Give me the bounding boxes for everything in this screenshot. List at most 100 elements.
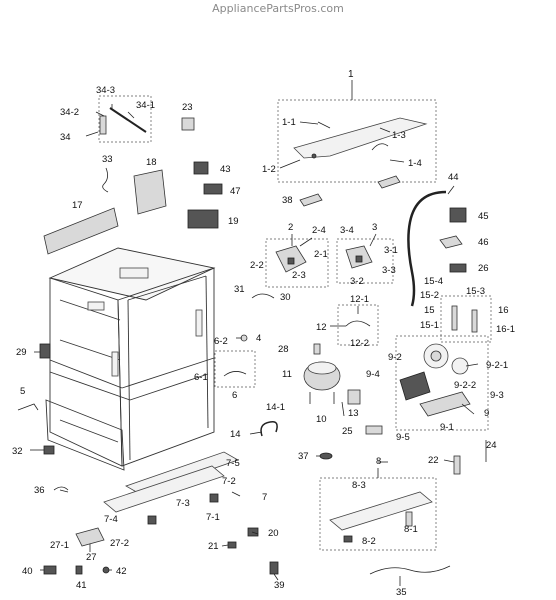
label-6: 6	[232, 390, 237, 401]
label-25: 25	[342, 426, 353, 437]
label-47: 47	[230, 186, 241, 197]
part-26-clip	[449, 263, 467, 273]
part-8-cover	[329, 491, 433, 543]
label-1-3: 1-3	[392, 130, 406, 141]
group-box-2	[265, 238, 329, 288]
label-3-2: 3-2	[350, 276, 364, 287]
part-5-bracket	[17, 403, 39, 411]
label-16-1: 16-1	[496, 324, 515, 335]
label-13: 13	[348, 408, 359, 419]
label-28: 28	[278, 344, 289, 355]
label-27-2: 27-2	[110, 538, 129, 549]
label-43: 43	[220, 164, 231, 175]
label-14-1: 14-1	[266, 402, 285, 413]
label-7: 7	[262, 492, 267, 503]
part-44-tube	[407, 190, 447, 307]
label-9: 9	[484, 408, 489, 419]
part-41-plug	[75, 565, 83, 575]
label-3-1: 3-1	[384, 245, 398, 256]
label-31: 31	[234, 284, 245, 295]
part-39-fitting	[269, 561, 279, 575]
part-36-clip	[53, 486, 69, 491]
label-7-5: 7-5	[226, 458, 240, 469]
label-18: 18	[146, 157, 157, 168]
part-33-wire	[102, 167, 109, 193]
part-42-pin	[102, 566, 110, 574]
label-8: 8	[376, 456, 381, 467]
part-38b-bracket	[377, 175, 401, 189]
label-30: 30	[280, 292, 291, 303]
label-11: 11	[282, 369, 292, 380]
label-29: 29	[16, 347, 27, 358]
label-2-3: 2-3	[292, 270, 306, 281]
group-box-6	[214, 350, 256, 388]
part-32-block	[43, 445, 55, 455]
label-15-4: 15-4	[424, 276, 443, 287]
label-36: 36	[34, 485, 45, 496]
part-1-bracket-plate	[293, 117, 428, 159]
part-19-board	[187, 209, 219, 229]
label-7-1: 7-1	[206, 512, 220, 523]
label-26: 26	[478, 263, 489, 274]
label-34-1: 34-1	[136, 100, 155, 111]
label-9-4: 9-4	[366, 369, 380, 380]
label-8-2: 8-2	[362, 536, 376, 547]
label-2: 2	[288, 222, 293, 233]
watermark-text: AppliancePartsPros.com	[212, 2, 344, 15]
label-23: 23	[182, 102, 193, 113]
label-20: 20	[268, 528, 279, 539]
label-8-3: 8-3	[352, 480, 366, 491]
label-9-3: 9-3	[490, 390, 504, 401]
part-23-cover	[181, 117, 195, 131]
label-6-2: 6-2	[214, 336, 228, 347]
part-35-wire	[369, 565, 451, 575]
part-14-wire	[260, 420, 278, 437]
refrigerator-cabinet	[45, 247, 216, 471]
label-14: 14	[230, 429, 241, 440]
label-2-2: 2-2	[250, 260, 264, 271]
label-2-1: 2-1	[314, 249, 328, 260]
label-16: 16	[498, 305, 509, 316]
part-3-hinge	[345, 245, 373, 269]
label-2-4: 2-4	[312, 225, 326, 236]
label-7-3: 7-3	[176, 498, 190, 509]
label-22: 22	[428, 455, 439, 466]
part-12-bracket	[345, 320, 371, 327]
label-6-1: 6-1	[194, 372, 208, 383]
part-11-compressor	[303, 361, 341, 404]
part-18-panel	[133, 169, 167, 215]
label-9-2-2: 9-2-2	[454, 380, 476, 391]
part-34-rail	[99, 107, 147, 135]
part-13-canister	[347, 389, 361, 405]
label-15-1: 15-1	[420, 320, 439, 331]
label-1-2: 1-2	[262, 164, 276, 175]
group-box-9	[395, 335, 489, 431]
label-3-3: 3-3	[382, 265, 396, 276]
label-40: 40	[22, 566, 33, 577]
label-34-3: 34-3	[96, 85, 115, 96]
part-29-switch	[39, 343, 51, 359]
label-37: 37	[298, 451, 309, 462]
part-27-plate	[75, 527, 105, 547]
label-9-5: 9-5	[396, 432, 410, 443]
part-45-valve	[449, 207, 467, 223]
label-39: 39	[274, 580, 285, 591]
part-15-16-brackets	[451, 305, 478, 333]
part-46-bracket	[439, 235, 463, 249]
part-30-wire-harness	[251, 293, 275, 299]
part-47-module	[203, 183, 223, 195]
group-box-15	[440, 295, 492, 343]
label-12: 12	[316, 322, 327, 333]
label-12-1: 12-1	[350, 294, 369, 305]
label-32: 32	[12, 446, 23, 457]
label-1-4: 1-4	[408, 158, 422, 169]
part-43-bracket	[193, 161, 209, 175]
part-7-rail	[103, 451, 239, 525]
label-7-4: 7-4	[104, 514, 118, 525]
part-38-bracket	[299, 193, 323, 207]
label-34-2: 34-2	[60, 107, 79, 118]
label-1: 1	[348, 69, 354, 80]
label-15: 15	[424, 305, 435, 316]
part-28-fitting	[313, 343, 321, 355]
